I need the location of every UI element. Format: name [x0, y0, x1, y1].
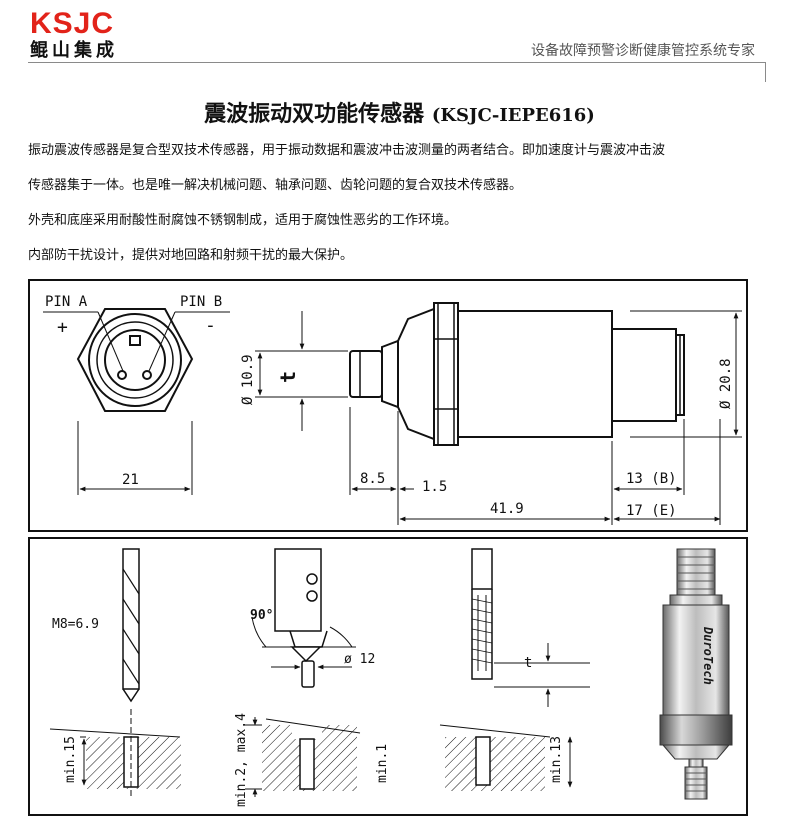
pin-b-label: PIN B [180, 294, 222, 310]
pin-a-label: PIN A [45, 294, 88, 310]
counterbore-min-label: min.1 [375, 744, 390, 783]
mounting-drawing-frame: DuroTech M8=6.9 90° ø 12 t min.15 min.2,… [28, 537, 748, 816]
description-line-2: 传感器集于一体。也是唯一解决机械问题、轴承问题、齿轮问题的复合双技术传感器。 [28, 178, 523, 193]
dimension-drawing: PIN A PIN B + - 21 Ø 10.9 t Ø 20.8 8.5 1… [43, 294, 742, 525]
dim-length-17-e: 17 (E) [626, 503, 677, 519]
dim-diameter-10-9: Ø 10.9 [240, 354, 256, 405]
dim-length-41-9: 41.9 [490, 501, 524, 517]
logo-subtext: 鲲山集成 [30, 40, 118, 61]
title-main: 震波振动双功能传感器 [204, 101, 425, 127]
company-tagline: 设备故障预警诊断健康管控系统专家 [531, 43, 755, 59]
description-line-1: 振动震波传感器是复合型双技术传感器，用于振动数据和震波冲击波测量的两者结合。即加… [28, 143, 666, 158]
step-counterbore [245, 548, 361, 797]
drill-size-label: M8=6.9 [52, 617, 99, 632]
drill-depth-label: min.15 [63, 736, 78, 783]
logo-text: KSJC [30, 7, 115, 40]
dimension-drawing-frame: PIN A PIN B + - 21 Ø 10.9 t Ø 20.8 8.5 1… [28, 279, 748, 532]
description-line-3: 外壳和底座采用耐酸性耐腐蚀不锈钢制成，适用于腐蚀性恶劣的工作环境。 [28, 213, 458, 228]
pin-b-polarity: - [205, 315, 216, 336]
header-divider-tick [765, 62, 766, 82]
header-divider [28, 62, 766, 63]
counterbore-angle-label: 90° [250, 608, 273, 623]
mounting-drawing: DuroTech M8=6.9 90° ø 12 t min.15 min.2,… [49, 541, 744, 811]
brand-label: DuroTech [701, 626, 715, 685]
tap-thread-label: t [524, 655, 532, 671]
description-line-4: 内部防干扰设计，提供对地回路和射频干扰的最大保护。 [28, 248, 354, 263]
step-tap [439, 548, 590, 791]
dim-diameter-20-8: Ø 20.8 [718, 358, 734, 409]
dim-width-21: 21 [122, 472, 139, 488]
counterbore-depth-label: min.2, max.4 [234, 713, 249, 807]
sensor-side-view [349, 302, 685, 446]
dim-length-13-b: 13 (B) [626, 471, 677, 487]
dim-length-8-5: 8.5 [360, 471, 385, 487]
connector-end-view [76, 308, 194, 412]
dim-thread-t: t [276, 371, 300, 383]
title-model: (KSJC-IEPE616) [431, 105, 595, 126]
pin-a-polarity: + [57, 317, 68, 338]
company-logo: KSJC 鲲山集成 [30, 8, 118, 61]
counterbore-diameter-label: ø 12 [344, 652, 375, 667]
sensor-product-image: DuroTech [648, 541, 744, 811]
dim-length-1-5: 1.5 [422, 479, 447, 495]
tap-depth-label: min.13 [549, 736, 564, 783]
step-drill [49, 548, 181, 797]
page-title: 震波振动双功能传感器 (KSJC-IEPE616) [0, 96, 799, 128]
